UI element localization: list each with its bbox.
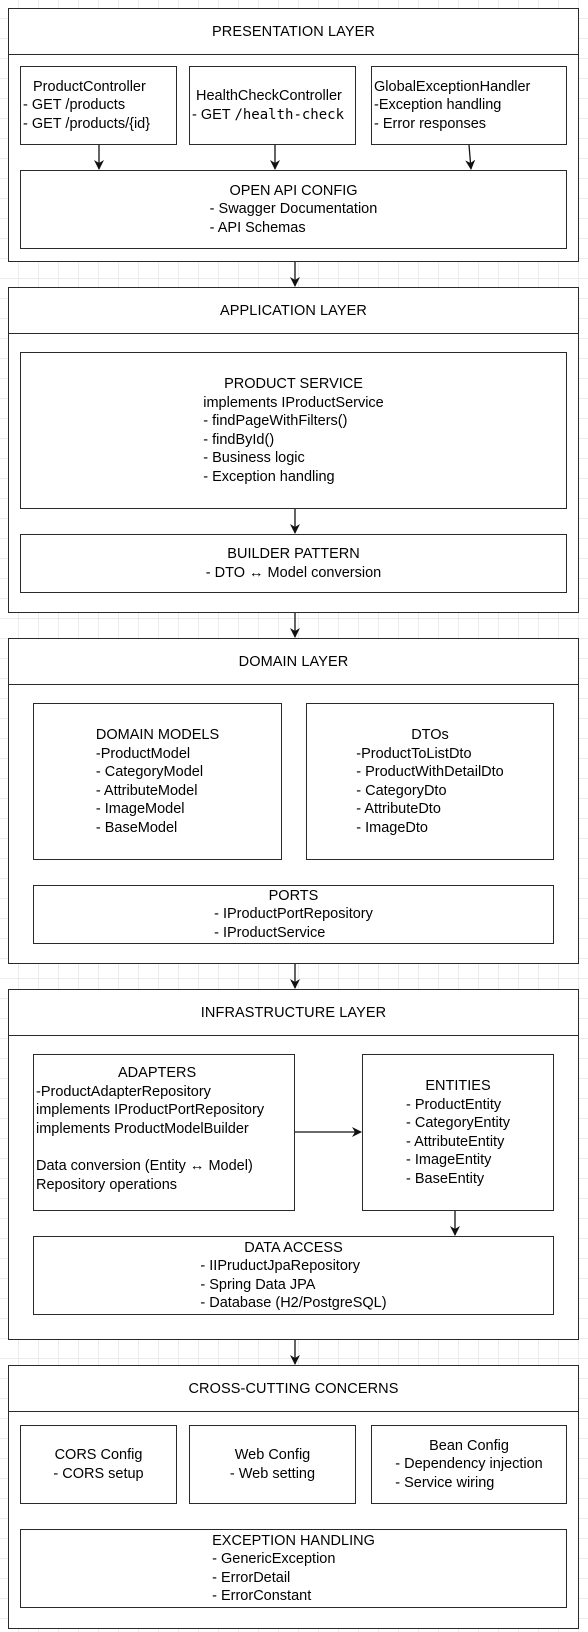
dtos-box: DTOs -ProductToListDto - ProductWithDeta… (306, 703, 554, 860)
exception-handling-title: EXCEPTION HANDLING (212, 1532, 375, 1549)
ports-line-1: - IProductPortRepository (214, 906, 373, 923)
product-service-box: PRODUCT SERVICE implements IProductServi… (20, 352, 567, 509)
dtos-title: DTOs (411, 727, 449, 743)
open-api-config-box: OPEN API CONFIG - Swagger Documentation … (20, 170, 567, 249)
adapters-line-3: implements ProductModelBuilder (36, 1120, 249, 1137)
cors-config-title: CORS Config (54, 1447, 143, 1463)
dtos-line-4: - AttributeDto (356, 801, 441, 817)
data-access-line-1: - IIPruductJpaRepository (200, 1258, 360, 1274)
health-check-controller-box: HealthCheckController - GET /health-chec… (189, 66, 356, 145)
domain-models-line-5: - BaseModel (95, 819, 178, 836)
open-api-config-line-1: - Swagger Documentation (209, 201, 378, 218)
dtos-line-1: -ProductToListDto (356, 745, 472, 762)
entities-line-1: - ProductEntity (406, 1096, 502, 1113)
adapters-line-1: -ProductAdapterRepository (36, 1083, 211, 1100)
product-controller-line-2: - GET /products/{id} (23, 115, 151, 132)
adapters-spacer (36, 1138, 294, 1157)
domain-models-line-2: - CategoryModel (95, 764, 204, 780)
builder-pattern-line-1: - DTO ↔ Model conversion (205, 564, 382, 581)
cross-cutting-layer-title: CROSS-CUTTING CONCERNS (9, 1366, 578, 1412)
bean-config-box: Bean Config - Dependency injection - Ser… (371, 1425, 567, 1504)
application-layer-title: APPLICATION LAYER (9, 288, 578, 334)
adapters-line-2: implements IProductPortRepository (36, 1102, 265, 1118)
domain-models-title: DOMAIN MODELS (95, 727, 220, 743)
dtos-line-3: - CategoryDto (356, 782, 447, 799)
health-check-controller-line: - GET /health-check (192, 106, 355, 125)
entities-title: ENTITIES (425, 1078, 491, 1094)
domain-models-line-1: -ProductModel (95, 745, 191, 762)
domain-layer-title: DOMAIN LAYER (9, 639, 578, 685)
product-controller-box: ProductController - GET /products - GET … (20, 66, 177, 145)
web-config-line-1: - Web setting (229, 1465, 316, 1482)
builder-pattern-title: BUILDER PATTERN (227, 546, 360, 562)
product-service-subtitle: implements IProductService (203, 394, 384, 411)
adapters-line-6: Repository operations (36, 1176, 178, 1193)
product-service-line-1: - findPageWithFilters() (203, 413, 348, 429)
global-exception-handler-line-1: -Exception handling (374, 97, 502, 114)
cors-config-box: CORS Config - CORS setup (20, 1425, 177, 1504)
global-exception-handler-line-2: - Error responses (374, 115, 487, 132)
adapters-line-5: Data conversion (Entity ↔ Model) (36, 1158, 253, 1174)
cors-config-line-1: - CORS setup (53, 1465, 144, 1482)
exception-handling-line-3: - ErrorConstant (212, 1588, 312, 1604)
data-access-title: DATA ACCESS (244, 1239, 343, 1256)
exception-handling-line-1: - GenericException (212, 1551, 336, 1567)
exception-handling-line-2: - ErrorDetail (212, 1569, 291, 1586)
health-check-prefix: - GET (192, 106, 235, 123)
global-exception-handler-box: GlobalExceptionHandler -Exception handli… (371, 66, 567, 145)
entities-line-4: - ImageEntity (406, 1152, 492, 1168)
product-service-line-2: - findById() (203, 431, 275, 448)
data-access-line-3: - Database (H2/PostgreSQL) (200, 1295, 387, 1311)
infrastructure-layer-title: INFRASTRUCTURE LAYER (9, 990, 578, 1036)
entities-line-3: - AttributeEntity (406, 1133, 505, 1150)
entities-line-5: - BaseEntity (406, 1170, 485, 1187)
domain-models-line-3: - AttributeModel (95, 782, 198, 799)
web-config-title: Web Config (234, 1447, 311, 1463)
bean-config-line-1: - Dependency injection (395, 1456, 543, 1473)
dtos-line-5: - ImageDto (356, 819, 428, 836)
product-controller-title: ProductController (33, 78, 146, 95)
domain-models-line-4: - ImageModel (95, 801, 185, 817)
health-check-controller-title: HealthCheckController (196, 88, 342, 104)
open-api-config-line-2: - API Schemas (209, 219, 306, 236)
product-service-line-4: - Exception handling (203, 468, 335, 485)
exception-handling-box: EXCEPTION HANDLING - GenericException - … (20, 1529, 567, 1608)
product-service-line-3: - Business logic (203, 450, 305, 466)
global-exception-handler-title: GlobalExceptionHandler (374, 78, 531, 95)
domain-models-box: DOMAIN MODELS -ProductModel - CategoryMo… (33, 703, 282, 860)
entities-box: ENTITIES - ProductEntity - CategoryEntit… (362, 1054, 554, 1211)
bean-config-line-2: - Service wiring (395, 1474, 495, 1491)
web-config-box: Web Config - Web setting (189, 1425, 356, 1504)
dtos-line-2: - ProductWithDetailDto (356, 764, 504, 780)
builder-pattern-box: BUILDER PATTERN - DTO ↔ Model conversion (20, 534, 567, 593)
data-access-box: DATA ACCESS - IIPruductJpaRepository - S… (33, 1236, 554, 1315)
ports-title: PORTS (268, 887, 319, 904)
product-service-title: PRODUCT SERVICE (224, 376, 363, 392)
entities-line-2: - CategoryEntity (406, 1115, 510, 1131)
adapters-box: ADAPTERS -ProductAdapterRepository imple… (33, 1054, 295, 1211)
data-access-line-2: - Spring Data JPA (200, 1276, 316, 1293)
ports-line-2: - IProductService (214, 924, 326, 941)
bean-config-title: Bean Config (429, 1437, 509, 1454)
presentation-layer-title: PRESENTATION LAYER (9, 9, 578, 55)
ports-box: PORTS - IProductPortRepository - IProduc… (33, 885, 554, 944)
health-check-path: /health-check (234, 106, 345, 123)
product-controller-line-1: - GET /products (23, 97, 126, 114)
adapters-title: ADAPTERS (118, 1065, 197, 1081)
open-api-config-title: OPEN API CONFIG (229, 182, 358, 199)
